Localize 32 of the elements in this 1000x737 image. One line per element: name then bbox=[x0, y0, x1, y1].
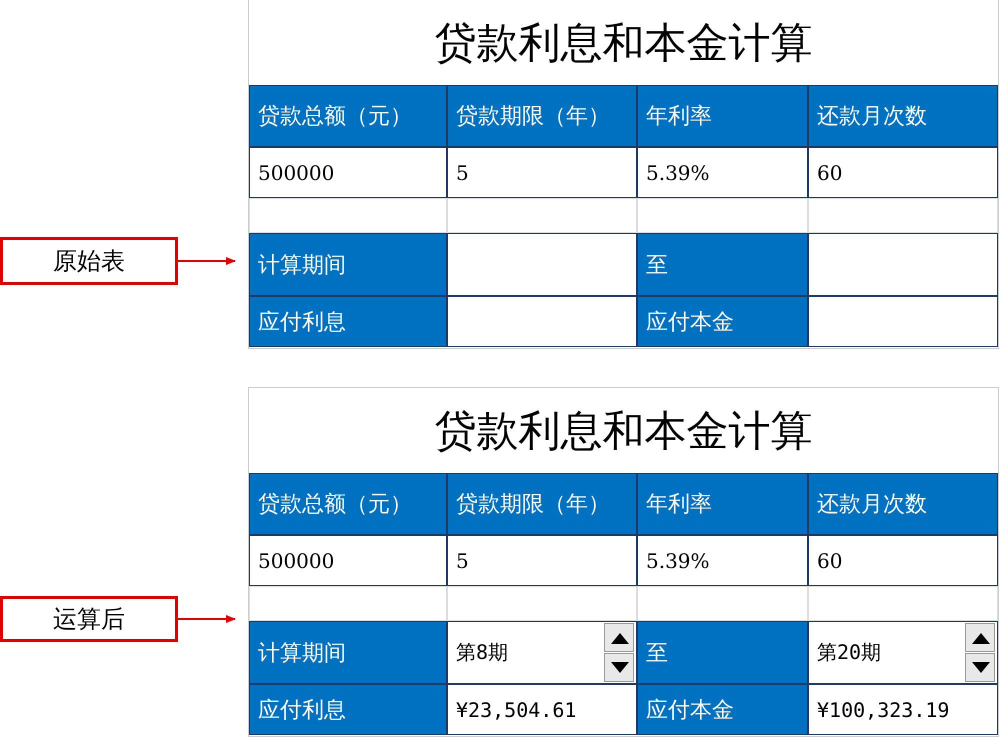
arrow bbox=[178, 257, 236, 265]
header-cell: 贷款总额（元） bbox=[249, 473, 447, 535]
header-cell: 还款月次数 bbox=[808, 473, 998, 535]
header-cell: 应付本金 bbox=[637, 296, 808, 347]
data-cell: 60 bbox=[808, 535, 998, 586]
header-cell: 还款月次数 bbox=[808, 85, 998, 147]
data-cell: 60 bbox=[808, 147, 998, 198]
header-cell: 应付利息 bbox=[249, 296, 447, 347]
header-cell: 应付利息 bbox=[249, 684, 447, 735]
header-cell: 计算期间 bbox=[249, 233, 447, 296]
header-cell: 应付本金 bbox=[637, 684, 808, 735]
data-cell: ¥100,323.19 bbox=[808, 684, 998, 735]
data-cell: 5 bbox=[447, 147, 637, 198]
data-cell: 5.39% bbox=[637, 535, 808, 586]
arrow bbox=[178, 615, 236, 623]
header-cell: 贷款期限（年） bbox=[447, 473, 637, 535]
header-cell: 年利率 bbox=[637, 473, 808, 535]
data-cell: 500000 bbox=[249, 535, 447, 586]
data-cell: 5 bbox=[447, 535, 637, 586]
data-cell: 500000 bbox=[249, 147, 447, 198]
data-cell: 5.39% bbox=[637, 147, 808, 198]
header-cell: 计算期间 bbox=[249, 621, 447, 684]
table-title: 贷款利息和本金计算 bbox=[434, 404, 814, 456]
data-cell: ¥23,504.61 bbox=[447, 684, 637, 735]
table-title: 贷款利息和本金计算 bbox=[434, 16, 814, 68]
header-cell: 贷款期限（年） bbox=[447, 85, 637, 147]
header-cell: 至 bbox=[637, 621, 808, 684]
header-cell: 至 bbox=[637, 233, 808, 296]
callout-box: 原始表 bbox=[0, 237, 178, 285]
header-cell: 年利率 bbox=[637, 85, 808, 147]
callout-box: 运算后 bbox=[0, 596, 178, 642]
header-cell: 贷款总额（元） bbox=[249, 85, 447, 147]
